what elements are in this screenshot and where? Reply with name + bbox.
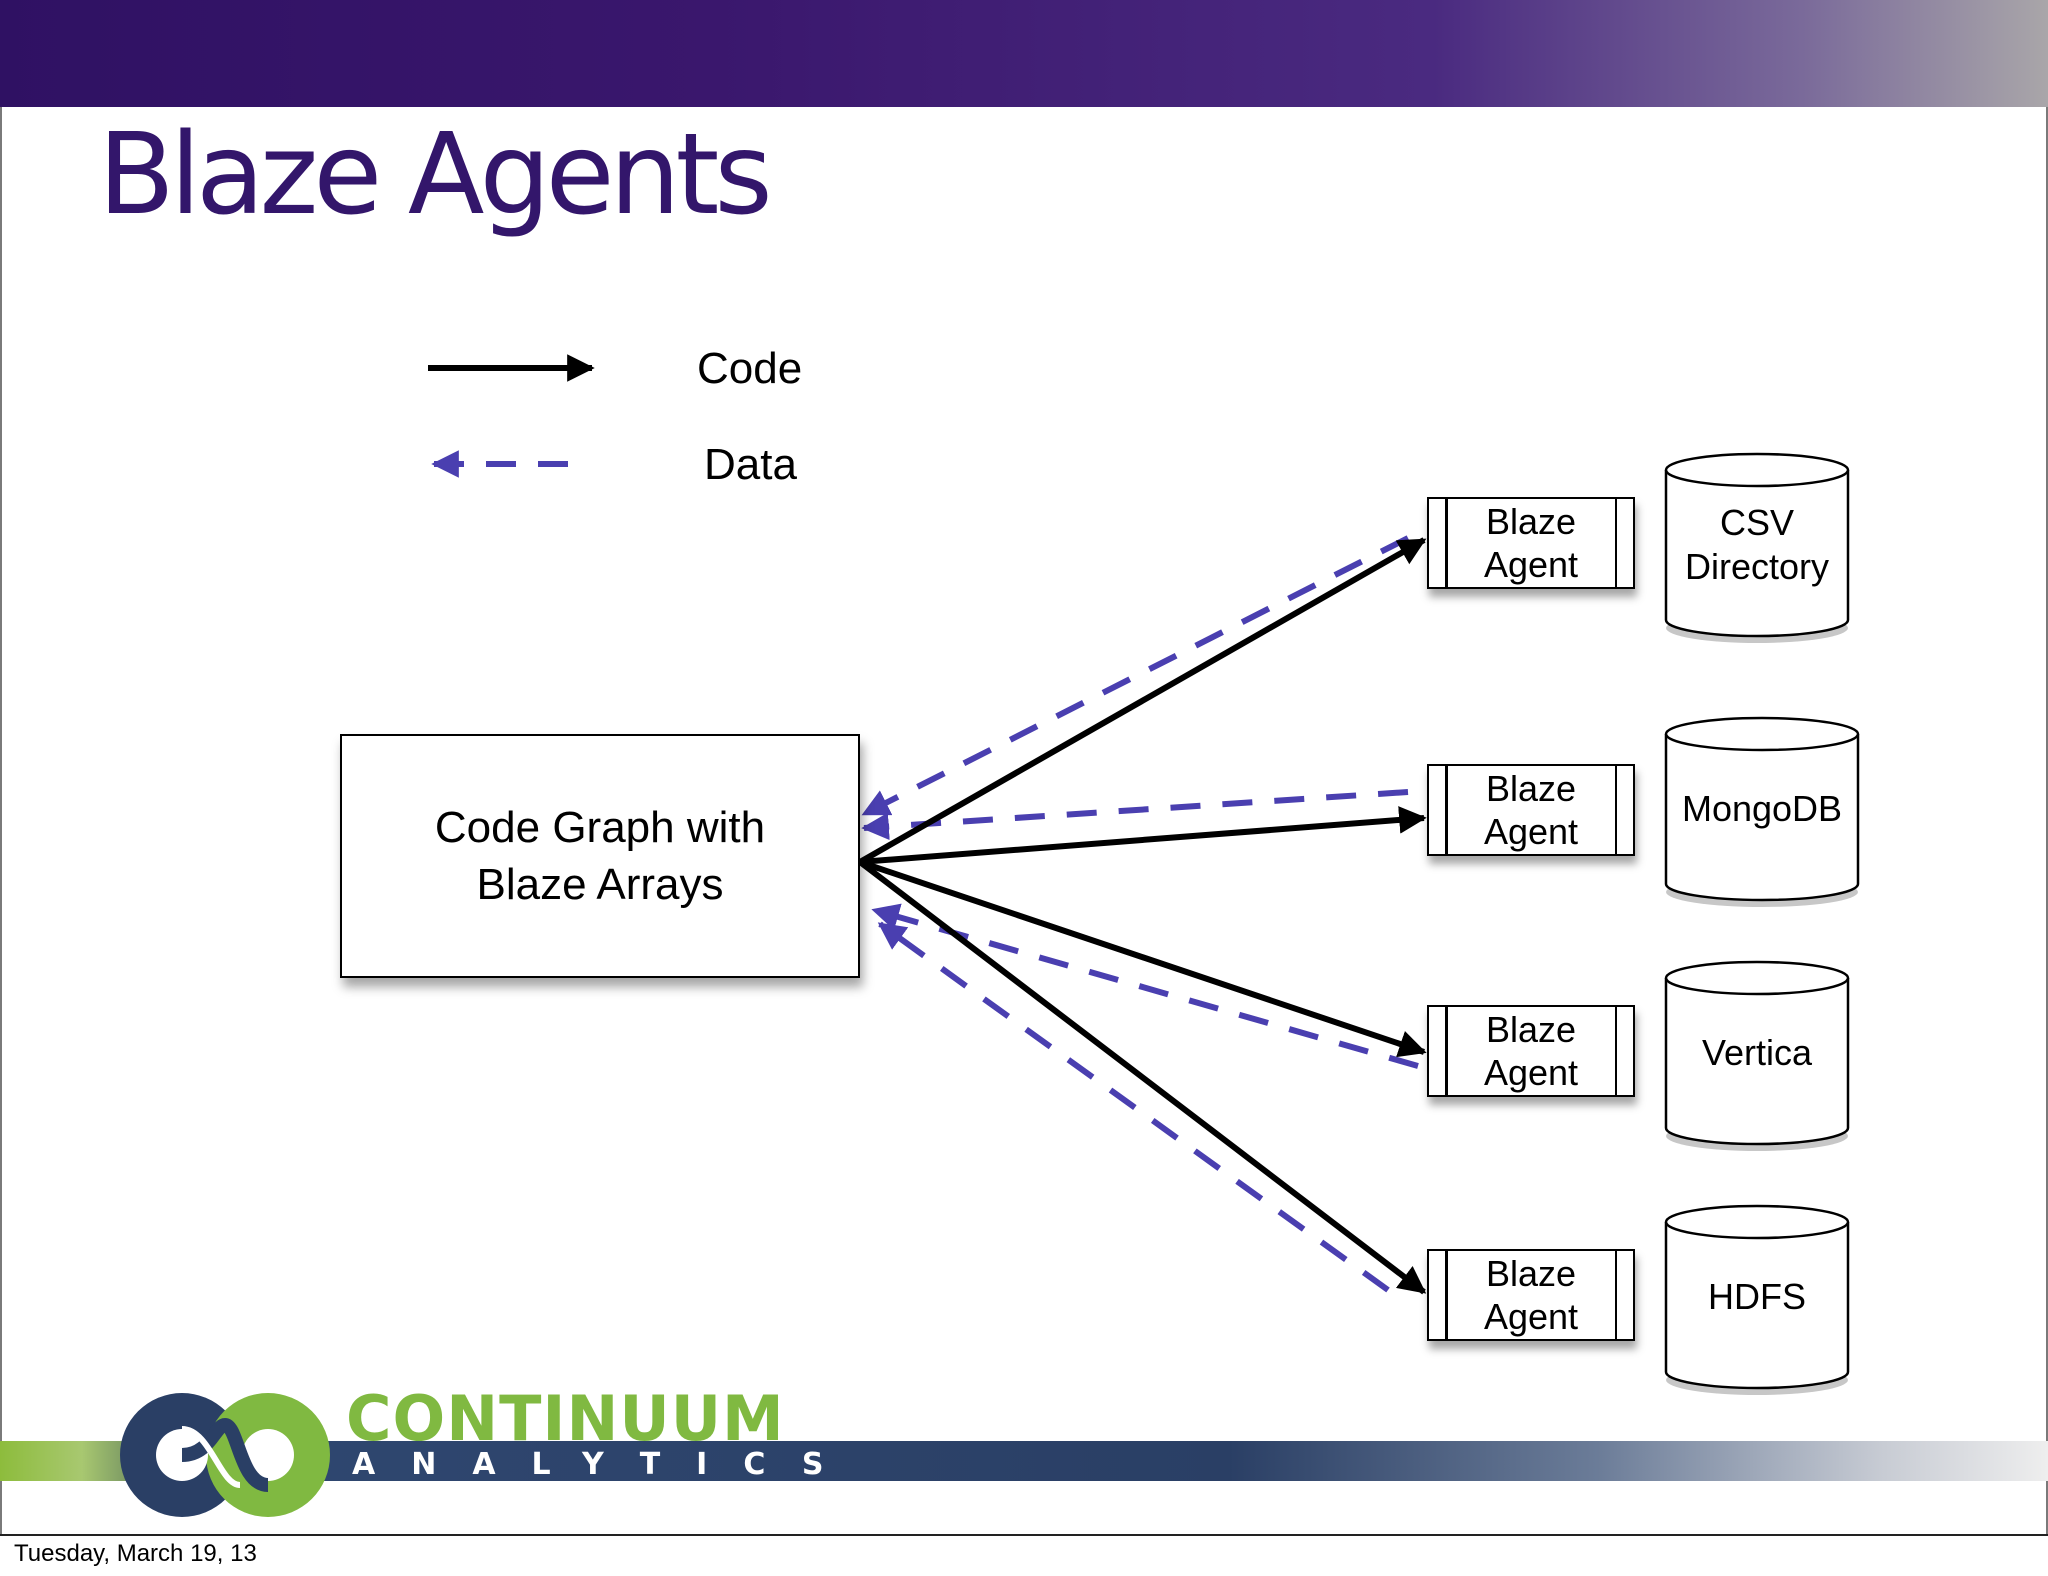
footer-date: Tuesday, March 19, 13: [14, 1540, 257, 1567]
agent-left-rule: [1445, 1007, 1448, 1095]
blaze-agent-node: Blaze Agent: [1427, 1249, 1635, 1341]
code-arrow-csv: [858, 537, 1427, 865]
datasource-label: HDFS: [1708, 1276, 1806, 1317]
blaze-agent-label: Blaze Agent: [1483, 501, 1579, 585]
blaze-agent-label: Blaze Agent: [1483, 768, 1579, 852]
slide-title: Blaze Agents: [98, 110, 773, 240]
agent-right-rule: [1614, 1007, 1617, 1095]
footer-band: [0, 1441, 2048, 1481]
blaze-agent-label: Blaze Agent: [1483, 1253, 1579, 1337]
code-graph-label: Code Graph with Blaze Arrays: [434, 803, 766, 909]
brand-subtitle: ANALYTICS: [352, 1447, 860, 1482]
database-cylinder-icon: [1664, 452, 1850, 643]
blaze-agent-label: Blaze Agent: [1483, 1009, 1579, 1093]
brand-name: CONTINUUM: [346, 1382, 785, 1455]
blaze-agent-node: Blaze Agent: [1427, 497, 1635, 589]
agent-right-rule: [1614, 766, 1617, 854]
agent-left-rule: [1445, 766, 1448, 854]
blaze-agent-node: Blaze Agent: [1427, 1005, 1635, 1097]
datasource-csv-directory: CSV Directory: [1664, 452, 1850, 643]
datasource-mongodb: MongoDB: [1664, 716, 1860, 907]
database-cylinder-icon: [1664, 1204, 1850, 1395]
data-arrow-hdfs: [877, 921, 1390, 1293]
code-graph-node: Code Graph with Blaze Arrays: [340, 734, 860, 978]
slide-frame-right: [2046, 107, 2048, 1535]
database-cylinder-icon: [1664, 960, 1850, 1151]
agent-right-rule: [1614, 1251, 1617, 1339]
data-arrow-csv: [861, 535, 1410, 817]
agent-right-rule: [1614, 499, 1617, 587]
data-arrow-mongodb: [861, 789, 1409, 841]
agent-left-rule: [1445, 499, 1448, 587]
database-cylinder-icon: [1664, 716, 1860, 907]
datasource-label: Vertica: [1701, 1032, 1813, 1073]
header-bar: [0, 0, 2048, 107]
continuum-logo-icon: [120, 1393, 330, 1517]
agent-left-rule: [1445, 1251, 1448, 1339]
code-arrow-hdfs: [858, 859, 1427, 1295]
slide-frame-left: [0, 107, 2, 1535]
code-arrow-vertica: [859, 859, 1427, 1058]
code-arrow-mongodb: [859, 806, 1427, 865]
data-arrow-vertica: [871, 903, 1419, 1069]
datasource-hdfs: HDFS: [1664, 1204, 1850, 1395]
legend-code-label: Code: [697, 344, 803, 393]
datasource-label: MongoDB: [1681, 788, 1843, 829]
datasource-vertica: Vertica: [1664, 960, 1850, 1151]
footer-rule: [0, 1534, 2048, 1536]
datasource-label: CSV Directory: [1684, 502, 1830, 587]
legend-data-label: Data: [704, 440, 797, 489]
blaze-agent-node: Blaze Agent: [1427, 764, 1635, 856]
